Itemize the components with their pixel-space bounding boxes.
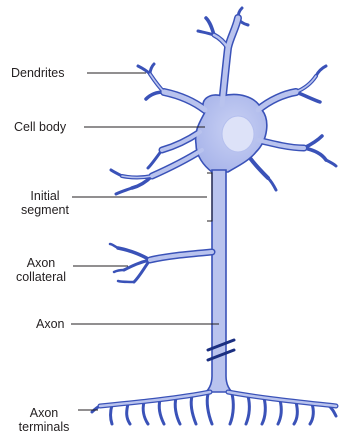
cell-body-label: Cell body — [14, 120, 66, 134]
axon-collateral-label: Axon collateral — [10, 256, 72, 284]
axon-collateral-label-line1: Axon — [10, 256, 72, 270]
axon-terminals-label-line2: terminals — [14, 420, 74, 434]
leader-lines — [71, 73, 219, 410]
axon-terminals — [92, 392, 336, 424]
axon-label: Axon — [36, 317, 65, 331]
axon-terminals-label-line1: Axon — [14, 406, 74, 420]
axon-terminals-label: Axon terminals — [14, 406, 74, 434]
axon-collateral-label-line2: collateral — [10, 270, 72, 284]
initial-segment-label-line2: segment — [20, 203, 70, 217]
dendrites-label: Dendrites — [11, 66, 65, 80]
nucleus — [222, 116, 254, 152]
initial-segment-label: Initial segment — [20, 189, 70, 217]
initial-segment-label-line1: Initial — [20, 189, 70, 203]
axon-collateral — [110, 244, 212, 282]
